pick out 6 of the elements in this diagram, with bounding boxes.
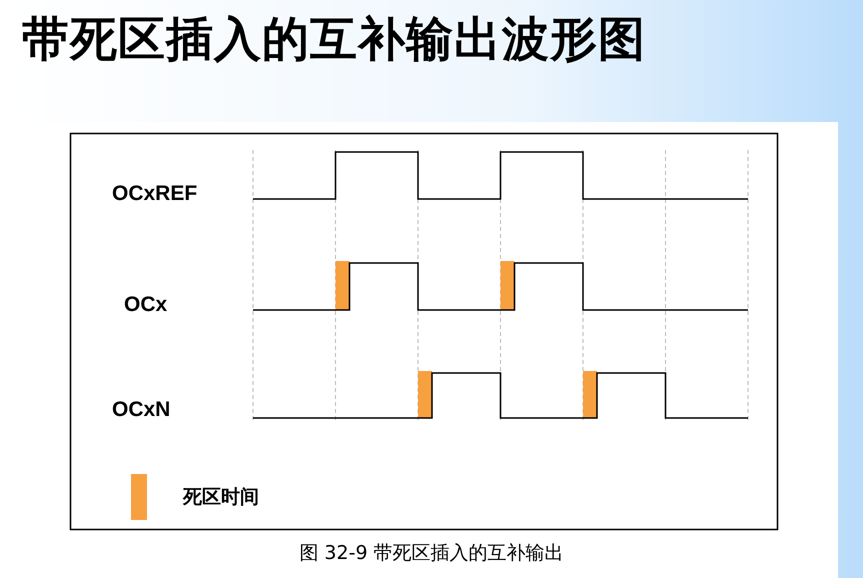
signal-label: OCxREF (112, 182, 198, 206)
legend-label: 死区时间 (183, 485, 259, 510)
caption: 图 32-9 带死区插入的互补输出 (299, 541, 564, 566)
signal-label: OCxN (112, 398, 170, 422)
title: 带死区插入的互补输出波形图 (22, 11, 646, 69)
signal-label: OCx (124, 293, 168, 317)
